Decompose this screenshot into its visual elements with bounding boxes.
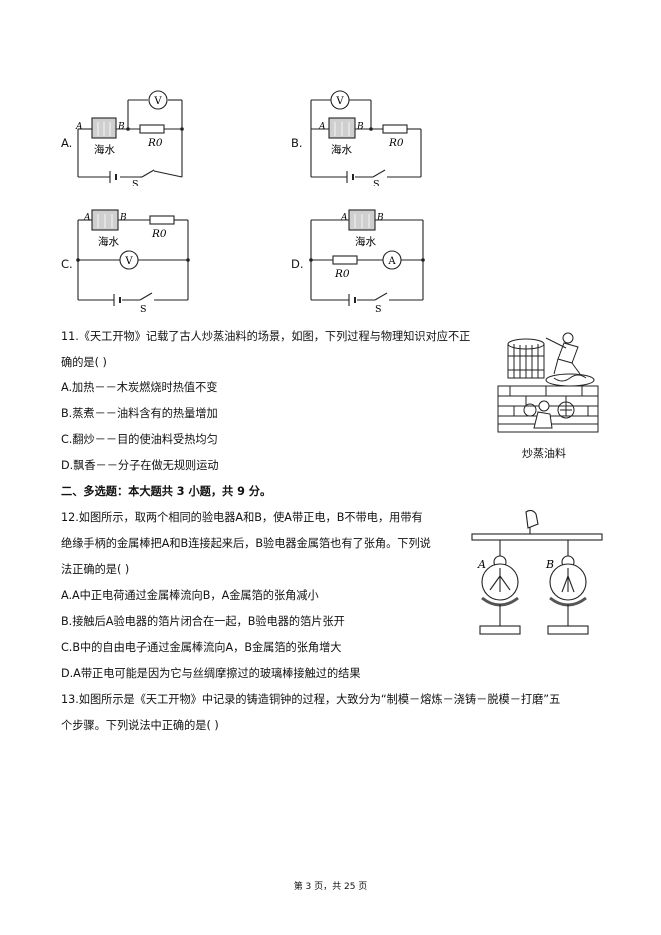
q12-option-d: D.A带正电可能是因为它与丝绸摩擦过的玻璃棒接触过的结果 (61, 667, 361, 680)
seawater-label: 海水 (94, 143, 115, 156)
switch-label: S (373, 179, 380, 186)
electroscope-label-a: A (477, 558, 486, 571)
q11-option-a: A.加热－－木炭燃烧时热值不变 (61, 381, 218, 394)
resistor-label: R0 (388, 137, 404, 149)
end-label-b: B (356, 122, 364, 132)
q12-option-a: A.A中正电荷通过金属棒流向B，A金属箔的张角减小 (61, 589, 319, 602)
figure-caption: 炒蒸油料 (522, 447, 566, 460)
q12-option-c: C.B中的自由电子通过金属棒流向A，B金属箔的张角增大 (61, 641, 342, 654)
voltmeter-label: V (124, 256, 133, 267)
seawater-label: 海水 (98, 235, 119, 248)
oil-steaming-illustration (497, 332, 599, 433)
q11-stem-line2: 确的是( ) (61, 356, 107, 369)
circuit-diagram-c: V A B 海水 R0 S (76, 209, 190, 315)
q12-stem-line3: 法正确的是( ) (61, 563, 130, 576)
circuit-diagram-d: A A B 海水 R0 S (309, 209, 425, 315)
end-label-a: A (75, 122, 83, 132)
end-label-b: B (119, 213, 127, 223)
end-label-b: B (117, 122, 125, 132)
q12-stem-line2: 绝缘手柄的金属棒把A和B连接起来后，B验电器金属箔也有了张角。下列说 (61, 537, 431, 550)
q13-stem-line1: 13.如图所示是《天工开物》中记录的铸造铜钟的过程，大致分为“制模－熔炼－浇铸－… (61, 693, 561, 706)
option-label-d: D. (291, 257, 304, 271)
q11-option-d: D.飘香－－分子在做无规则运动 (61, 459, 219, 472)
q11-option-b: B.蒸煮－－油料含有的热量增加 (61, 407, 218, 420)
q12-stem-line1: 12.如图所示，取两个相同的验电器A和B，使A带正电，B不带电，用带有 (61, 511, 423, 524)
resistor-label: R0 (147, 137, 163, 149)
seawater-label: 海水 (355, 235, 376, 248)
ammeter-label: A (387, 256, 396, 267)
option-label-c: C. (61, 257, 73, 271)
switch-label: S (140, 304, 147, 315)
q13-stem-line2: 个步骤。下列说法中正确的是( ) (61, 719, 219, 732)
section-title: 二、多选题：本大题共 3 小题，共 9 分。 (61, 485, 272, 498)
circuit-diagram-a: V A B 海水 R0 S (75, 90, 184, 186)
q12-option-b: B.接触后A验电器的箔片闭合在一起，B验电器的箔片张开 (61, 615, 345, 628)
resistor-label: R0 (334, 268, 350, 280)
circuit-diagram-b: V A B 海水 R0 S (310, 90, 422, 186)
voltmeter-label: V (153, 96, 162, 107)
option-label-b: B. (291, 136, 303, 150)
q11-stem-line1: 11.《天工开物》记载了古人炒蒸油料的场景，如图，下列过程与物理知识对应不正 (61, 330, 471, 343)
resistor-label: R0 (151, 228, 167, 240)
seawater-label: 海水 (331, 143, 352, 156)
end-label-a: A (340, 213, 348, 223)
option-label-a: A. (61, 136, 73, 150)
end-label-a: A (318, 122, 326, 132)
end-label-a: A (83, 213, 91, 223)
q11-option-c: C.翻炒－－目的使油料受热均匀 (61, 433, 218, 446)
electroscope-illustration: A B (471, 510, 603, 635)
switch-label: S (375, 304, 382, 315)
switch-label: S (132, 179, 139, 186)
end-label-b: B (376, 213, 384, 223)
voltmeter-label: V (335, 96, 344, 107)
electroscope-label-b: B (545, 558, 554, 571)
page-footer: 第 3 页，共 25 页 (293, 882, 368, 892)
